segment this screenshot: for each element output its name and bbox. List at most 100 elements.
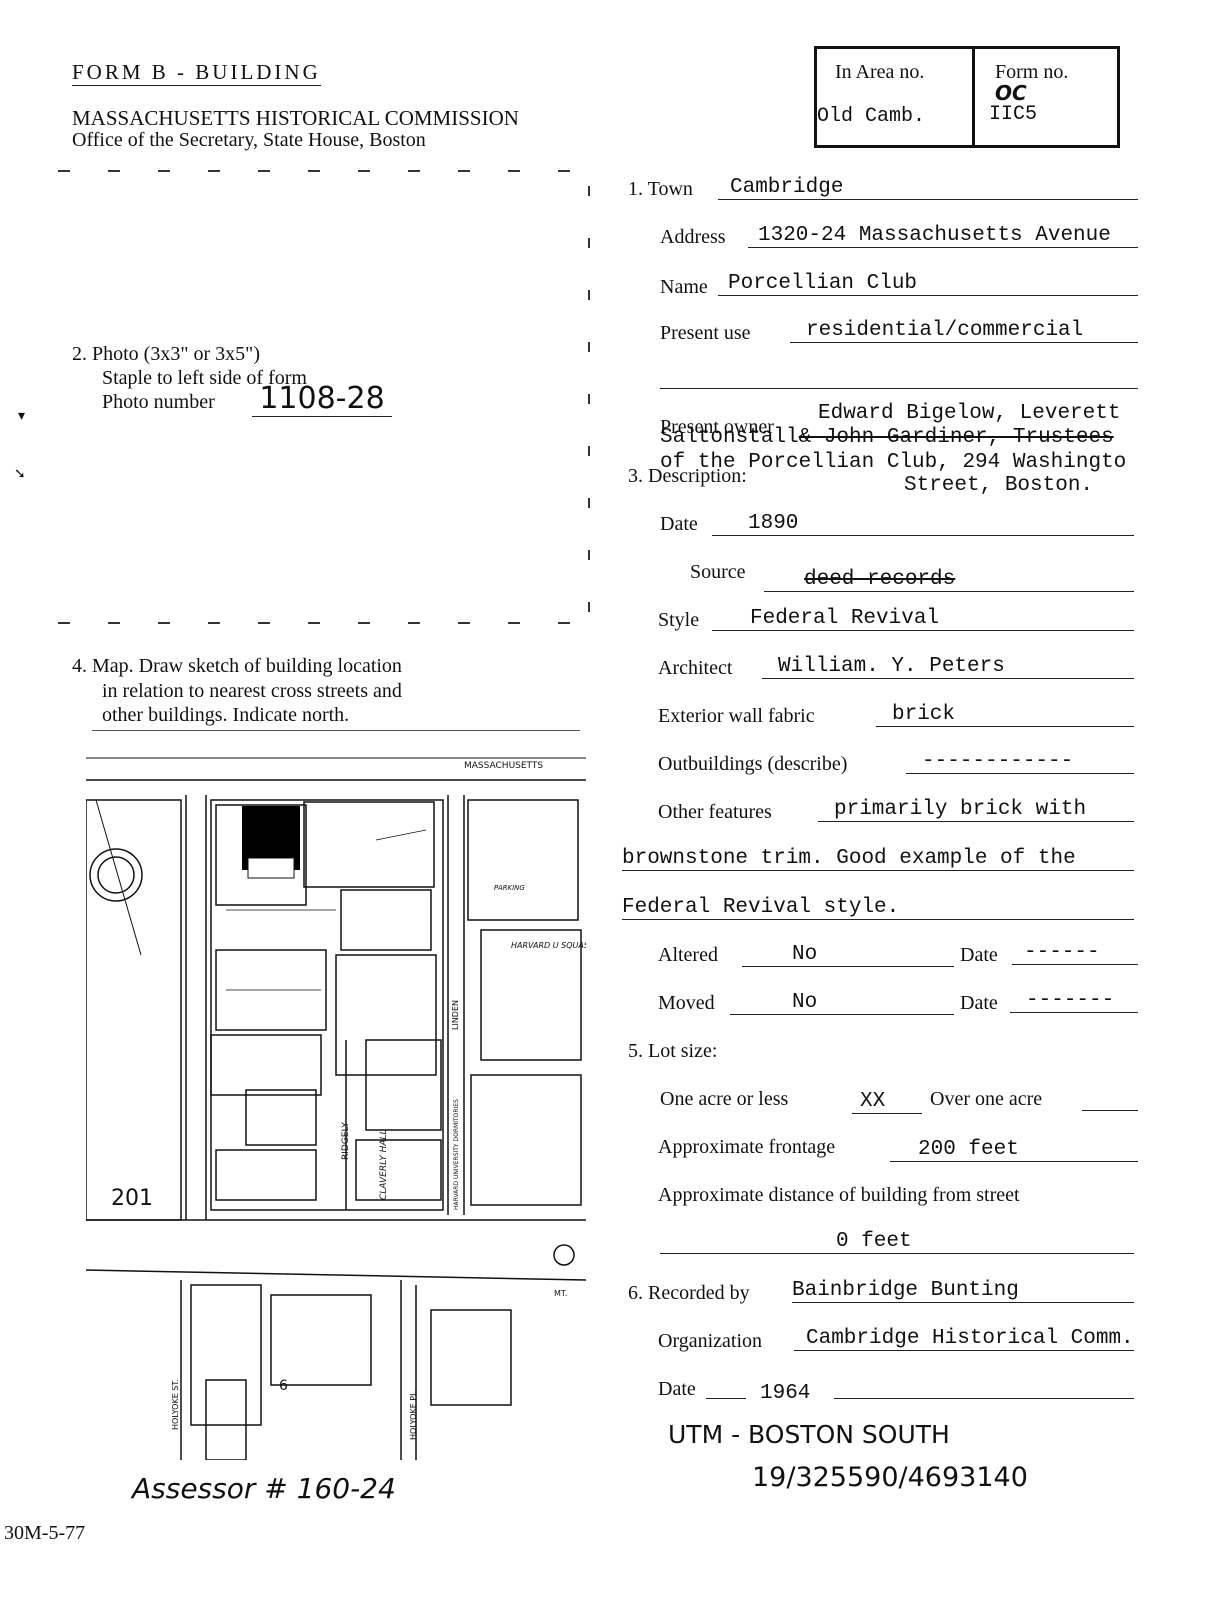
dash-segment [588,238,590,248]
form-title: FORM B - BUILDING [72,60,321,86]
moved-field: No [730,991,954,1015]
dash-segment [108,622,120,624]
map-instruction-2: in relation to nearest cross streets and [102,680,402,702]
altered-field: No [742,943,954,967]
over-acre-label: Over one acre [930,1088,1043,1110]
map-label-harvard-univ: HARVARD UNIVERSITY DORMITORIES [453,1099,460,1210]
dash-segment [508,170,520,172]
area-value: Old Camb. [817,105,926,128]
area-form-box: In Area no. Old Camb. Form no. OC IIC5 [814,46,1120,148]
description-label: 3. Description: [628,465,747,487]
dash-segment [308,170,320,172]
map-label: 4. Map. Draw sketch of building location [72,655,402,677]
dash-segment [108,170,120,172]
wall-fabric-label: Exterior wall fabric [658,705,815,727]
dash-segment [58,170,70,172]
map-label-mt: MT. [554,1289,567,1298]
box-divider [972,49,975,145]
map-instruction-3: other buildings. Indicate north. [102,704,350,726]
dash-segment [458,622,470,624]
photo-number: 1108-28 [252,382,392,417]
utm-line-1: UTM - BOSTON SOUTH [668,1420,950,1449]
map-label-massachusetts: MASSACHUSETTS [464,761,543,771]
style-label: Style [658,609,700,631]
dash-segment [258,622,270,624]
owner-line-1: Edward Bigelow, Leverett [818,402,1121,425]
dash-segment [308,622,320,624]
dash-segment [588,394,590,404]
recorded-date-field: 1964 [760,1382,811,1405]
style-field: Federal Revival [712,607,1134,631]
owner-struck-text: & John Gardiner, Trustees [798,426,1114,449]
commission-name: MASSACHUSETTS HISTORICAL COMMISSION [72,106,519,130]
dash-segment [558,622,570,624]
owner-saltonstall: Saltonstall [660,426,799,449]
map-label-ridgely: RIDGELY [341,1122,351,1160]
other-features-label: Other features [658,801,772,823]
present-use-label: Present use [660,322,751,344]
dash-segment [408,170,420,172]
dash-segment [458,170,470,172]
frontage-label: Approximate frontage [658,1136,836,1158]
other-features-line-3: Federal Revival style. [622,896,1134,920]
owner-line-4: Street, Boston. [904,474,1094,497]
margin-mark: ▾ [18,409,26,424]
dash-segment [158,622,170,624]
altered-label: Altered [658,944,718,966]
assessor-number: Assessor # 160-24 [132,1472,396,1505]
area-label: In Area no. [835,61,925,83]
dash-segment [208,622,220,624]
organization-field: Cambridge Historical Comm. [794,1327,1134,1351]
office-address: Office of the Secretary, State House, Bo… [72,129,426,151]
recorded-by-label: 6. Recorded by [628,1282,750,1304]
dash-segment [158,170,170,172]
moved-label: Moved [658,992,715,1014]
outbuildings-field: ------------ [906,750,1134,774]
recorded-date-line-2 [834,1398,1134,1399]
photo-number-label: Photo number [102,391,215,413]
map-label-holyoke-st: HOLYOKE ST. [171,1379,180,1430]
map-label-linden: LINDEN [451,1000,460,1030]
form-value-handwritten: OC [995,81,1027,105]
recorded-by-field: Bainbridge Bunting [792,1279,1134,1303]
owner-line-2: Saltonstall& John Gardiner, Trustees [660,426,1114,449]
source-label: Source [690,561,746,583]
dash-segment [588,290,590,300]
location-map: MASSACHUSETTS HARVARD U SQUASH C PARKING… [86,757,586,1460]
altered-date-label: Date [960,944,998,966]
map-label-holyoke-pl: HOLYOKE PL. [409,1389,418,1440]
photo-instruction: Staple to left side of form [102,367,307,389]
map-divider [92,730,580,731]
moved-date-field: ------- [1010,989,1138,1013]
lot-size-label: 5. Lot size: [628,1040,718,1062]
moved-date-label: Date [960,992,998,1014]
map-label-parking: PARKING [494,884,525,892]
architect-label: Architect [658,657,733,679]
source-struck: deed records [804,568,956,591]
map-label-lot: 6 [279,1378,288,1394]
dash-segment [58,622,70,624]
form-label: Form no. [995,61,1069,83]
wall-fabric-field: brick [876,703,1134,727]
distance-label: Approximate distance of building from st… [658,1184,1020,1206]
photo-label: 2. Photo (3x3" or 3x5") [72,343,260,365]
date-field: 1890 [712,512,1134,536]
dash-segment [358,170,370,172]
recorded-date-line [706,1398,746,1399]
recorded-date-label: Date [658,1378,696,1400]
dash-segment [508,622,520,624]
dash-segment [408,622,420,624]
date-label: Date [660,513,698,535]
map-label-claverly: CLAVERLY HALL [379,1129,389,1200]
town-label: 1. Town [628,178,693,200]
other-features-field: primarily brick with [818,798,1134,822]
name-label: Name [660,276,708,298]
map-label-block: 201 [111,1186,153,1211]
present-use-extra-line [660,388,1138,389]
dash-segment [558,170,570,172]
dash-segment [358,622,370,624]
dash-segment [588,186,590,196]
present-use-field: residential/commercial [790,319,1138,343]
source-field: deed records [764,568,1134,592]
dash-segment [588,602,590,612]
